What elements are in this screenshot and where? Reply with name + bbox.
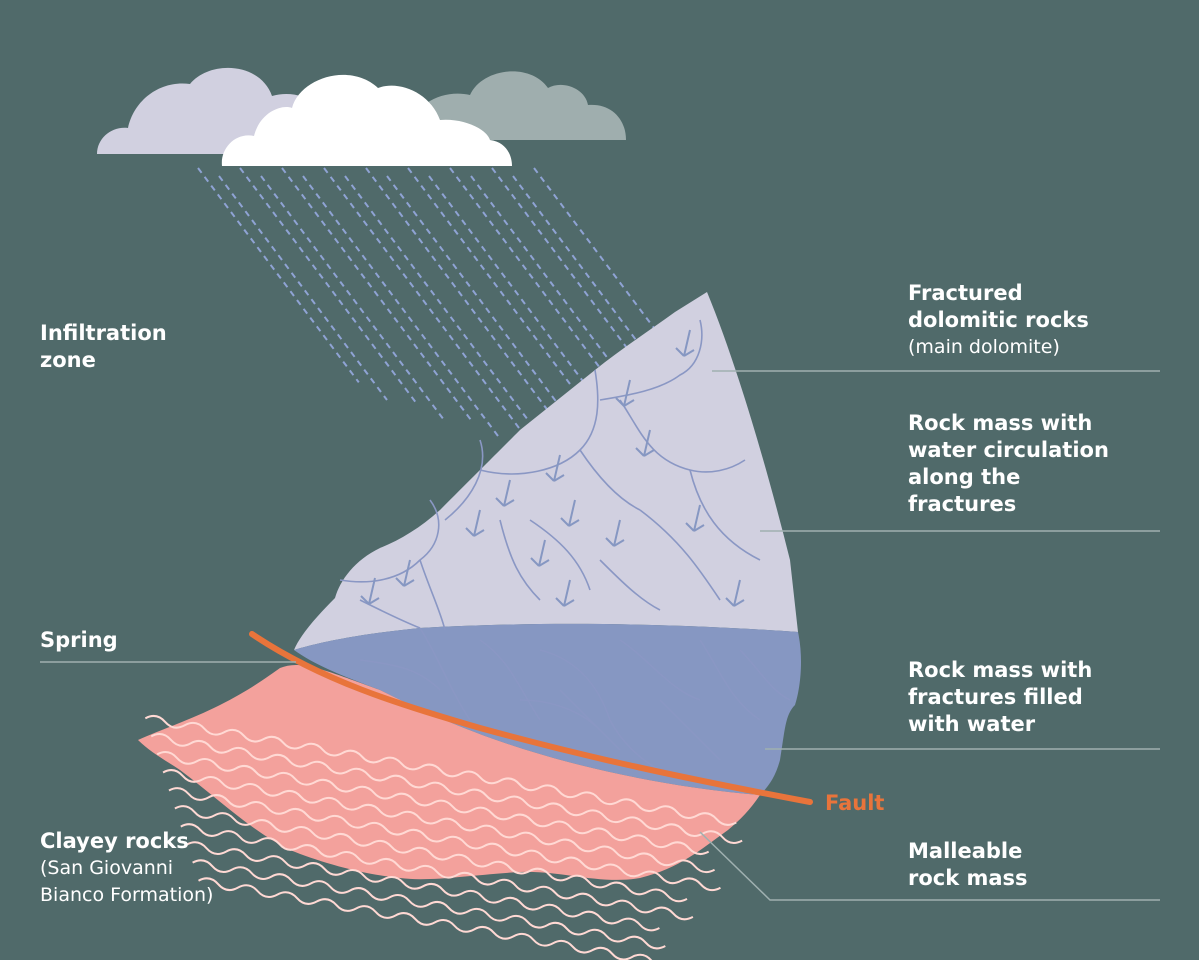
fractured-dolomite-mass (294, 292, 798, 650)
fault-line (249, 631, 813, 805)
flow-arrow (360, 577, 380, 605)
flow-arrow (605, 519, 625, 547)
white-cloud-icon (221, 74, 512, 166)
flow-arrow (635, 429, 655, 457)
flow-arrow (395, 559, 415, 587)
clayey-title: Clayey rocks (40, 829, 189, 853)
rain-streak (218, 175, 388, 401)
label-fractured-dolomitic: Fractured dolomitic rocks (main dolomite… (908, 280, 1089, 361)
infiltration-title: Infiltration zone (40, 321, 167, 372)
leader-malleable (699, 831, 1160, 901)
label-infiltration-zone: Infiltration zone (40, 320, 167, 374)
label-fault: Fault (825, 790, 884, 817)
clayey-subtitle: (San Giovanni Bianco Formation) (40, 857, 214, 906)
label-clayey-rocks: Clayey rocks (San Giovanni Bianco Format… (40, 828, 213, 909)
label-malleable-rock: Malleable rock mass (908, 838, 1028, 892)
clay-wave (198, 877, 672, 960)
flow-arrow (725, 579, 745, 607)
flow-arrow (615, 379, 635, 407)
clay-wave (162, 769, 716, 874)
flow-arrow (675, 329, 695, 357)
rain-streak (239, 167, 417, 403)
rain-streaks (197, 167, 667, 441)
clayey-rock-mass (138, 664, 760, 880)
rain-streak (197, 167, 360, 383)
rain-streak (365, 167, 557, 422)
clay-wave (192, 859, 666, 950)
clay-wave-pattern (144, 714, 743, 960)
rain-streak (470, 175, 626, 382)
rain-streak (491, 167, 640, 364)
filled-title: Rock mass with fractures filled with wat… (908, 658, 1093, 736)
rain-streak (281, 167, 473, 422)
rain-streak (407, 167, 585, 403)
clay-wave (168, 787, 721, 892)
fracture-network (339, 319, 791, 771)
water-flow-arrows (360, 329, 745, 607)
rain-streak (512, 175, 654, 363)
clay-wave (186, 841, 660, 932)
flow-arrow (685, 504, 705, 532)
label-spring: Spring (40, 627, 118, 654)
rain-streak (323, 167, 529, 441)
saturated-rock-mass (294, 623, 802, 795)
circulation-title: Rock mass with water circulation along t… (908, 411, 1109, 516)
flow-arrow (560, 499, 580, 527)
clay-wave (150, 732, 743, 844)
rain-streak (449, 167, 612, 383)
flow-arrow (495, 479, 515, 507)
flow-arrow (465, 509, 485, 537)
fault-title: Fault (825, 791, 885, 815)
clay-wave (180, 823, 694, 921)
rain-streak (428, 175, 598, 401)
flow-arrow (555, 579, 575, 607)
leader-lines (40, 370, 1160, 901)
flow-arrow (530, 539, 550, 567)
rain-streak (386, 175, 571, 420)
label-water-circulation: Rock mass with water circulation along t… (908, 410, 1109, 518)
rain-streak (533, 167, 667, 345)
clay-wave (156, 751, 710, 856)
clay-wave (174, 805, 688, 903)
clay-wave (144, 714, 737, 826)
malleable-title: Malleable rock mass (908, 839, 1028, 890)
fractured-subtitle: (main dolomite) (908, 336, 1060, 358)
fractured-title: Fractured dolomitic rocks (908, 281, 1089, 332)
spring-title: Spring (40, 628, 118, 652)
flow-arrow (545, 454, 565, 482)
label-fractures-filled: Rock mass with fractures filled with wat… (908, 657, 1092, 738)
rain-streak (260, 175, 445, 420)
